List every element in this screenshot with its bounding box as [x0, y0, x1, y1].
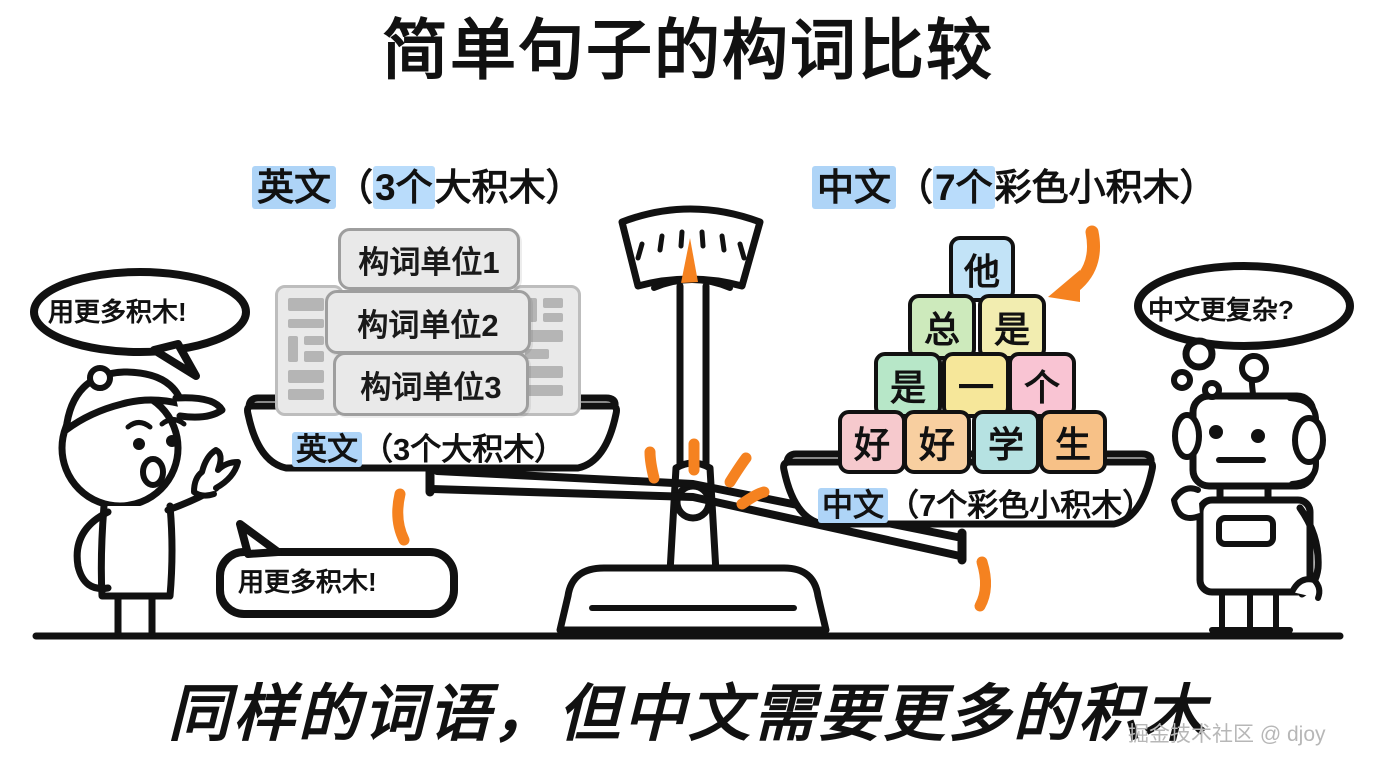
- chinese-block-hao-1[interactable]: 好: [838, 410, 906, 474]
- chinese-header-rest: 彩色小积木: [994, 167, 1180, 208]
- chinese-block-ta[interactable]: 他: [949, 236, 1015, 302]
- english-header-rest: 大积木: [434, 167, 546, 208]
- gauge-needle: [681, 238, 698, 283]
- chinese-block-sheng[interactable]: 生: [1039, 410, 1107, 474]
- english-paren-close: ）: [545, 167, 583, 208]
- chinese-block-zong[interactable]: 总: [908, 294, 976, 360]
- boy-character-icon: [58, 365, 241, 638]
- curved-down-arrow-icon: [1048, 225, 1100, 302]
- english-count: 3个: [373, 166, 435, 209]
- chinese-block-hao-2[interactable]: 好: [903, 410, 971, 474]
- chinese-badge: 中文: [812, 166, 896, 209]
- bottom-caption: 同样的词语，但中文需要更多的积木: [167, 681, 1208, 749]
- robot-character-icon: [1171, 353, 1326, 633]
- english-pan-suffix: （3个大积木）: [362, 432, 566, 467]
- chinese-pan-badge: 中文: [818, 488, 888, 523]
- english-section-header: 英文（3个大积木）: [252, 157, 583, 211]
- chinese-block-yi[interactable]: 一: [942, 352, 1010, 418]
- robot-thought-text: 中文更复杂?: [1148, 295, 1294, 325]
- watermark: 掘金技术社区 @ djoy: [1128, 723, 1326, 746]
- boy-speech-top-text: 用更多积木!: [48, 297, 187, 327]
- thought-bubble-robot: [1134, 262, 1354, 400]
- chinese-block-xue[interactable]: 学: [972, 410, 1040, 474]
- boy-speech-bottom-text: 用更多积木!: [238, 567, 377, 597]
- english-block-2[interactable]: 构词单位2: [325, 290, 531, 354]
- chinese-pan-suffix: （7个彩色小积木）: [888, 488, 1154, 523]
- chinese-count: 7个: [933, 166, 995, 209]
- english-pan-label: 英文（3个大积木）: [292, 424, 565, 469]
- english-block-1[interactable]: 构词单位1: [338, 228, 520, 290]
- english-block-3[interactable]: 构词单位3: [333, 352, 529, 416]
- chinese-paren-open: （: [896, 167, 933, 208]
- chinese-paren-close: ）: [1179, 167, 1217, 208]
- english-pan-badge: 英文: [292, 432, 362, 467]
- english-paren-open: （: [336, 167, 373, 208]
- chinese-section-header: 中文（7个彩色小积木）: [812, 157, 1217, 211]
- chinese-pan-label: 中文（7个彩色小积木）: [818, 480, 1153, 525]
- page-title: 简单句子的构词比较: [382, 13, 994, 87]
- chinese-block-ge[interactable]: 个: [1008, 352, 1076, 418]
- chinese-block-shi-2[interactable]: 是: [978, 294, 1046, 360]
- english-badge: 英文: [252, 166, 336, 209]
- chinese-block-shi-3[interactable]: 是: [874, 352, 942, 418]
